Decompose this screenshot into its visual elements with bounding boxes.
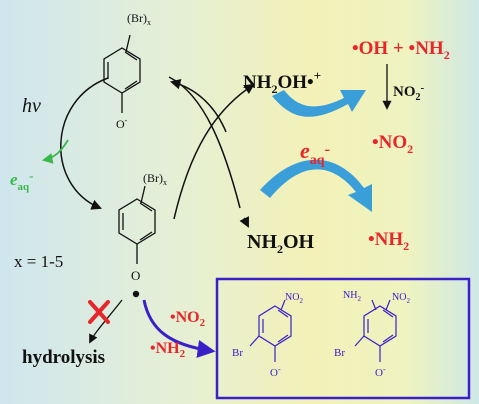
prod2-nh2: NH2 bbox=[343, 290, 361, 303]
eaq-label-center: eaq- bbox=[300, 138, 330, 168]
products-box bbox=[215, 277, 471, 400]
br-label-top: (Br)x bbox=[127, 11, 151, 27]
product-bromo-nitrophenoxide bbox=[249, 299, 292, 362]
oh-nh2-radicals: •OH + •NH2 bbox=[352, 38, 450, 62]
nh2oh-label: NH2OH bbox=[247, 231, 315, 256]
nh2-radical-left: •NH2 bbox=[150, 340, 186, 360]
hv-label: hv bbox=[22, 95, 41, 117]
prod2-no2: NO2 bbox=[392, 292, 410, 305]
nh2-radical-right: •NH2 bbox=[368, 229, 409, 253]
no2-radical-left: •NO2 bbox=[170, 309, 206, 329]
radical-dot bbox=[132, 290, 140, 298]
phenoxyl-radical bbox=[118, 185, 156, 264]
br-label-mid: (Br)x bbox=[143, 171, 167, 187]
prod2-o: O- bbox=[375, 365, 386, 379]
arrow-to-nh2oh-radical bbox=[173, 83, 255, 220]
o-minus-top: O- bbox=[116, 116, 128, 131]
blocked-cross-icon bbox=[88, 300, 110, 324]
arrow-return-top bbox=[169, 79, 227, 133]
hydrolysis-arrow bbox=[89, 299, 123, 344]
eaq-arrow-green bbox=[41, 139, 69, 164]
no2-radical-right: •NO2 bbox=[372, 132, 413, 156]
phenoxide-top bbox=[103, 34, 141, 113]
prod1-no2: NO2 bbox=[285, 292, 303, 305]
hydrolysis-label: hydrolysis bbox=[22, 347, 105, 368]
blue-arrow-lower bbox=[260, 159, 372, 212]
cycle-arrow-crossing bbox=[168, 76, 241, 209]
prod1-br: Br bbox=[232, 347, 243, 359]
nh2oh-radical-cation: NH2OH•+ bbox=[243, 68, 321, 96]
eaq-label-green: eaq- bbox=[10, 168, 34, 193]
o-radical-label: O bbox=[131, 268, 140, 283]
prod1-o: O- bbox=[270, 365, 281, 379]
product-amino-bromo-nitrophenoxide bbox=[354, 299, 397, 362]
prod2-br: Br bbox=[334, 347, 345, 359]
blue-arrow-upper bbox=[272, 90, 366, 117]
x-range-label: x = 1-5 bbox=[14, 252, 63, 271]
no2-minus-label: NO2- bbox=[393, 82, 425, 103]
cycle-arrow-left bbox=[60, 77, 109, 210]
arrow-to-nh2oh bbox=[239, 216, 249, 228]
products-arrow bbox=[142, 299, 216, 358]
